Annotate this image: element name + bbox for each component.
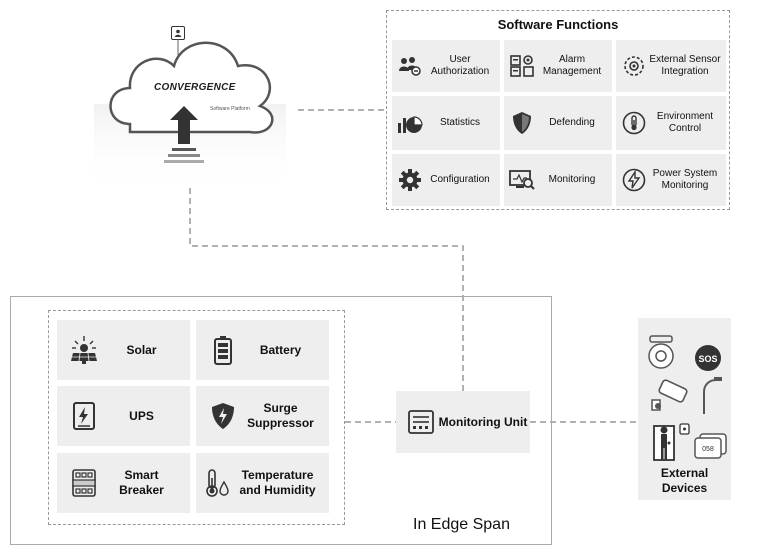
power-icon bbox=[620, 166, 648, 194]
software-item-label: Monitoring bbox=[548, 174, 596, 185]
software-item-power-system: Power System Monitoring bbox=[616, 154, 726, 206]
monitoring-unit-icon bbox=[406, 407, 436, 437]
edge-item-label: UPS bbox=[129, 408, 154, 423]
edge-item-battery: Battery bbox=[196, 320, 329, 380]
cloud-icon bbox=[94, 41, 286, 194]
edge-item-label: Battery bbox=[259, 342, 302, 357]
street-lamp-icon bbox=[703, 377, 722, 414]
monitor-icon bbox=[508, 166, 536, 194]
edge-span-label: In Edge Span bbox=[413, 516, 510, 533]
software-item-label: External Sensor Integration bbox=[649, 54, 721, 77]
meter-icon bbox=[694, 433, 727, 459]
external-devices-panel: SOS 058 bbox=[638, 318, 731, 500]
software-item-label: Environment Control bbox=[656, 111, 714, 134]
software-item-label: User Authorization bbox=[430, 54, 490, 77]
smoke-detector-icon bbox=[648, 335, 674, 369]
software-item-label: Configuration bbox=[430, 174, 490, 185]
meter-text: 058 bbox=[702, 446, 714, 453]
software-item-configuration: Configuration bbox=[392, 154, 500, 206]
edge-item-smart-breaker: Smart Breaker bbox=[57, 453, 190, 513]
alarm-icon bbox=[508, 52, 536, 80]
software-item-label: Statistics bbox=[439, 117, 480, 128]
software-item-external-sensor: External Sensor Integration bbox=[616, 40, 726, 92]
solar-panel-icon bbox=[67, 333, 101, 367]
cloud-subtitle: Software Platform bbox=[210, 106, 250, 112]
software-item-monitoring: Monitoring bbox=[504, 154, 612, 206]
convergence-logo: CONVERGENCE bbox=[154, 82, 236, 93]
camera-icon bbox=[651, 379, 688, 411]
door-access-icon bbox=[653, 423, 690, 461]
sensor-icon bbox=[620, 52, 648, 80]
temperature-humidity-icon bbox=[200, 466, 234, 500]
edge-item-label: Smart Breaker bbox=[119, 468, 164, 497]
battery-icon bbox=[206, 333, 240, 367]
sos-button-icon bbox=[695, 345, 721, 371]
ups-icon bbox=[67, 399, 101, 433]
edge-item-ups: UPS bbox=[57, 386, 190, 446]
software-item-label: Alarm Management bbox=[542, 54, 602, 77]
edge-devices-group bbox=[48, 310, 345, 525]
statistics-icon bbox=[396, 109, 424, 137]
upload-arrow-icon bbox=[164, 106, 204, 163]
software-item-statistics: Statistics bbox=[392, 96, 500, 150]
cloud-to-monitor-line bbox=[189, 188, 464, 392]
breaker-icon bbox=[67, 466, 101, 500]
software-item-alarm-management: Alarm Management bbox=[504, 40, 612, 92]
edge-item-temperature-humidity: Temperature and Humidity bbox=[196, 453, 329, 513]
software-item-environment-control: Environment Control bbox=[616, 96, 726, 150]
software-item-user-authorization: User Authorization bbox=[392, 40, 500, 92]
external-devices-icons: SOS 058 bbox=[648, 335, 727, 461]
edge-item-label: Temperature and Humidity bbox=[239, 468, 316, 497]
gear-icon bbox=[396, 166, 424, 194]
thermometer-icon bbox=[620, 109, 648, 137]
user-link-line bbox=[177, 39, 179, 55]
cloud-platform bbox=[92, 14, 288, 194]
edge-item-surge-suppressor: Surge Suppressor bbox=[196, 386, 329, 446]
software-item-defending: Defending bbox=[504, 96, 612, 150]
edge-item-label: Solar bbox=[126, 342, 157, 357]
sos-text: SOS bbox=[698, 354, 717, 364]
software-item-label: Defending bbox=[549, 117, 595, 128]
monitoring-unit: Monitoring Unit bbox=[396, 391, 530, 453]
software-functions-title: Software Functions bbox=[497, 17, 619, 32]
monitoring-unit-label: Monitoring Unit bbox=[438, 414, 528, 429]
edge-span-box bbox=[10, 296, 552, 545]
edge-item-solar: Solar bbox=[57, 320, 190, 380]
surge-shield-icon bbox=[206, 399, 240, 433]
software-item-label: Power System Monitoring bbox=[652, 168, 718, 191]
external-devices-label: External Devices bbox=[660, 466, 709, 495]
user-group-icon bbox=[396, 52, 424, 80]
shield-icon bbox=[508, 109, 536, 137]
edge-item-label: Surge Suppressor bbox=[247, 401, 314, 430]
user-icon bbox=[171, 26, 185, 40]
